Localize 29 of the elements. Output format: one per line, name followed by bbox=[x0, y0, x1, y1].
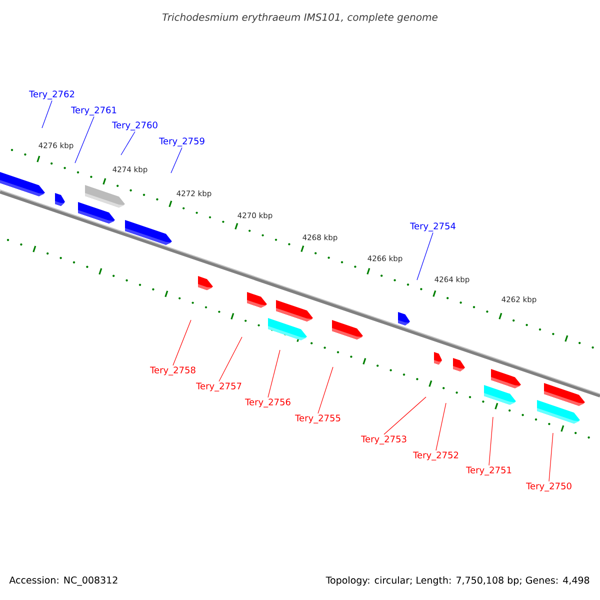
gene-label: Tery_2758 bbox=[150, 366, 196, 376]
gene-label: Tery_2753 bbox=[361, 436, 406, 444]
title: Trichodesmium erythraeum IMS101, complete genome bbox=[162, 13, 438, 23]
leader-line bbox=[172, 320, 192, 366]
leader-line bbox=[384, 396, 426, 435]
gene-label: Tery_2756 bbox=[245, 398, 290, 408]
leader-line bbox=[268, 350, 280, 398]
leader-line bbox=[170, 147, 182, 174]
gene-label: Tery_2759 bbox=[159, 138, 204, 146]
gene-label: Tery_2757 bbox=[196, 382, 242, 392]
genome-info-text: Topology: circular; Length: 7,750,108 bp; Genes: 4,498 bbox=[326, 576, 590, 586]
accession-text: Accession: NC_008312 bbox=[9, 576, 118, 586]
leader-line bbox=[436, 402, 446, 451]
leader-line bbox=[548, 432, 554, 482]
leader-line bbox=[488, 416, 494, 466]
gene-label: Tery_2750 bbox=[526, 482, 572, 492]
leader-line bbox=[218, 336, 242, 382]
leader-line bbox=[42, 100, 52, 128]
gene-label: Tery_2754 bbox=[410, 222, 456, 232]
leader-line bbox=[120, 131, 136, 156]
gene-label: Tery_2755 bbox=[295, 414, 340, 424]
gene-label: Tery_2760 bbox=[112, 122, 158, 130]
gene-label: Tery_2752 bbox=[413, 452, 458, 460]
gene-label: Tery_2761 bbox=[71, 106, 116, 116]
gene-label: Tery_2762 bbox=[29, 90, 74, 100]
leader-line bbox=[74, 116, 94, 164]
leader-line bbox=[318, 366, 334, 414]
gene-label: Tery_2751 bbox=[466, 466, 512, 476]
leader-line bbox=[416, 232, 434, 280]
